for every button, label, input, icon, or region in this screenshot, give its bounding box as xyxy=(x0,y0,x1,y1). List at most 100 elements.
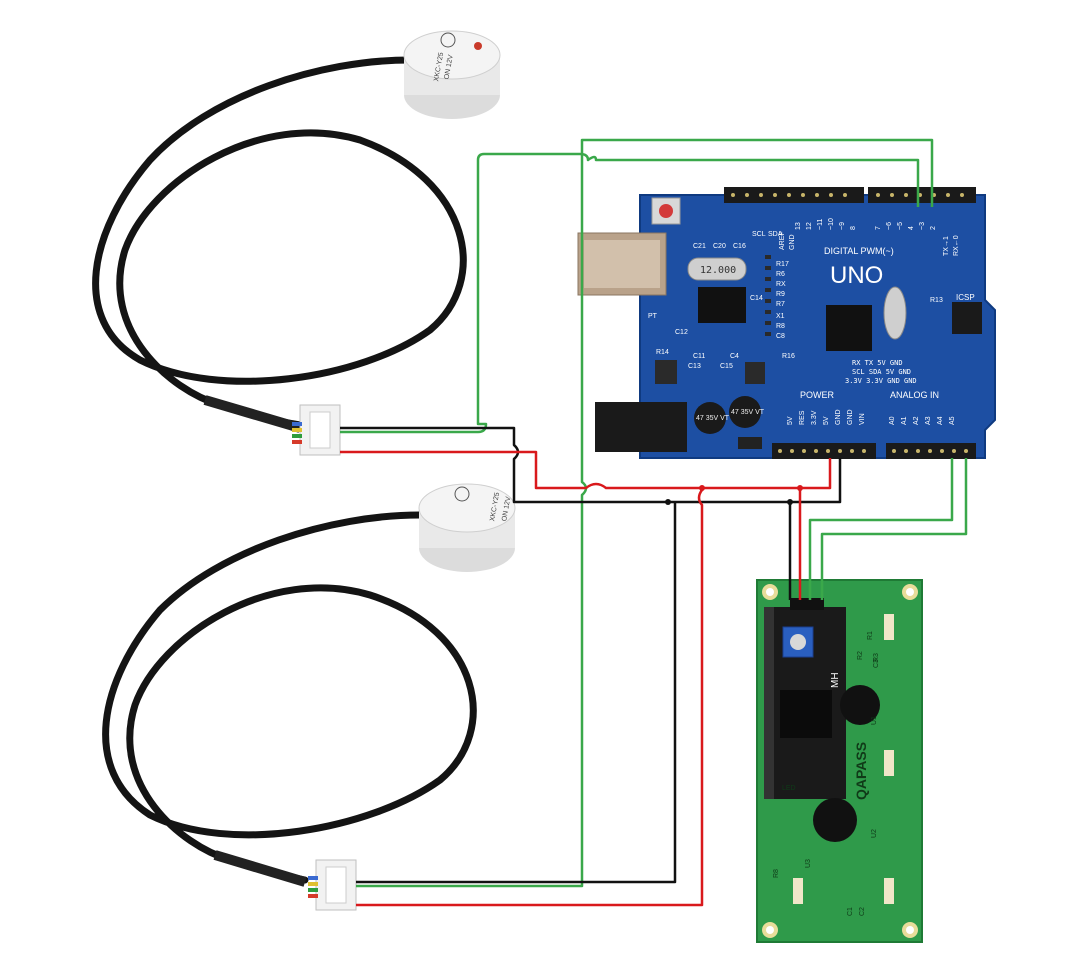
svg-text:R1: R1 xyxy=(867,631,874,640)
svg-text:X1: X1 xyxy=(776,313,785,320)
i2c-chip xyxy=(780,690,832,738)
svg-text:GND: GND xyxy=(835,409,842,425)
sensor-1-label: XKC-Y25 xyxy=(433,52,445,82)
svg-text:R8: R8 xyxy=(776,323,785,330)
capacitor-2: 47 35V VT xyxy=(729,396,765,428)
analog-header-label: ANALOG IN xyxy=(890,390,939,400)
sensor-2-connector xyxy=(308,859,357,911)
svg-text:R2: R2 xyxy=(857,651,864,660)
junction-gnd-2 xyxy=(787,499,793,505)
svg-text:GND: GND xyxy=(789,234,796,250)
sensor-1-cable xyxy=(92,56,467,429)
svg-text:C12: C12 xyxy=(675,329,688,336)
smd-components xyxy=(655,255,771,449)
crystal: 12.000 xyxy=(687,257,747,281)
sensor-1-label-b: ON 12V xyxy=(444,54,455,80)
svg-text:C13: C13 xyxy=(688,363,701,370)
sensor-2-sleeve xyxy=(213,850,307,887)
svg-text:C11: C11 xyxy=(693,353,705,360)
power-pin-labels: 5V RES 3.3V 5V GND GND VIN xyxy=(787,409,866,425)
svg-text:R7: R7 xyxy=(776,301,785,308)
svg-text:C3: C3 xyxy=(873,659,880,668)
mcu-chip xyxy=(826,305,872,351)
digital-pin-labels: 13 12 ~11 ~10 ~9 8 7 ~6 ~5 4 ~3 2 xyxy=(795,218,937,230)
lcd-component-labels: U1 U2 U3 R1 R2 R3 R8 C1 C2 C3 LED xyxy=(773,631,880,916)
lcd-brand: QAPASS xyxy=(853,742,869,800)
digital-header-label: DIGITAL PWM(~) xyxy=(824,246,894,256)
svg-text:A1: A1 xyxy=(901,416,908,425)
junction-vcc-1 xyxy=(699,485,705,491)
svg-text:5V: 5V xyxy=(787,416,794,425)
junction-vcc-2 xyxy=(797,485,803,491)
svg-text:LED: LED xyxy=(782,785,796,792)
svg-text:R17: R17 xyxy=(776,261,789,268)
board-model: UNO xyxy=(830,262,883,289)
svg-text:3.3V: 3.3V xyxy=(811,410,818,425)
svg-text:VIN: VIN xyxy=(859,413,866,425)
digital-header-left xyxy=(724,187,864,203)
wires xyxy=(340,138,968,907)
lcd-controller-blob-1 xyxy=(840,685,880,725)
pin-row-label-2: SCL SDA 5V GND xyxy=(852,368,911,376)
capacitor-1: 47 35V VT xyxy=(694,402,730,434)
component-labels: C21 C20 C16 R17 R6 RX R9 R7 X1 R8 C8 C14… xyxy=(648,243,943,370)
svg-text:~5: ~5 xyxy=(897,222,904,230)
reset-button xyxy=(651,197,681,225)
svg-text:A2: A2 xyxy=(913,416,920,425)
svg-text:~9: ~9 xyxy=(839,222,846,230)
usb-chip xyxy=(698,287,746,323)
svg-text:RES: RES xyxy=(799,410,806,425)
i2c-header xyxy=(790,598,824,610)
svg-text:R9: R9 xyxy=(776,291,785,298)
svg-text:12: 12 xyxy=(806,222,813,230)
dc-barrel-jack xyxy=(595,402,687,452)
sensor-1-connector xyxy=(292,404,341,456)
wire-lcd-sda xyxy=(808,458,954,600)
svg-text:R6: R6 xyxy=(776,271,785,278)
svg-text:R14: R14 xyxy=(656,349,669,356)
svg-text:A3: A3 xyxy=(925,416,932,425)
lcd-controller-blob-2 xyxy=(813,798,857,842)
sensor-2-label: XKC-Y25 xyxy=(489,492,501,522)
power-header-label: POWER xyxy=(800,390,835,400)
usb-jack xyxy=(577,232,667,296)
sensor-1-body: XKC-Y25 ON 12V xyxy=(403,30,501,119)
svg-text:4: 4 xyxy=(908,226,915,230)
sensor-2-cable xyxy=(102,511,477,884)
junction-gnd-1 xyxy=(665,499,671,505)
svg-text:13: 13 xyxy=(795,222,802,230)
svg-text:47 35V VT: 47 35V VT xyxy=(731,409,765,416)
svg-text:A5: A5 xyxy=(949,416,956,425)
arduino-uno-board: 12.000 47 35V VT 47 35V VT UNO DIGITAL P… xyxy=(577,187,996,459)
svg-text:C21: C21 xyxy=(693,243,706,250)
svg-text:C1: C1 xyxy=(847,907,854,916)
svg-text:C14: C14 xyxy=(750,295,763,302)
svg-text:A0: A0 xyxy=(889,416,896,425)
svg-text:C4: C4 xyxy=(730,353,739,360)
lcd-module: QAPASS MH U1 U2 U3 R1 R2 R3 R8 C1 C2 C3 … xyxy=(756,579,923,943)
tx-label: TX→1 xyxy=(943,236,950,256)
svg-text:~6: ~6 xyxy=(886,222,893,230)
svg-text:R16: R16 xyxy=(782,353,795,360)
sensor-2-body: XKC-Y25 ON 12V xyxy=(418,483,516,572)
svg-text:~3: ~3 xyxy=(919,222,926,230)
svg-text:7: 7 xyxy=(875,226,882,230)
svg-text:RX: RX xyxy=(776,281,786,288)
svg-text:PT: PT xyxy=(648,313,658,320)
sensor-2-label-b: ON 12V xyxy=(501,496,512,522)
svg-text:U2: U2 xyxy=(871,829,878,838)
icsp-header xyxy=(952,302,982,334)
svg-text:5V: 5V xyxy=(823,416,830,425)
icsp-label: ICSP xyxy=(956,293,975,302)
wire-sensor2-gnd xyxy=(356,502,677,884)
svg-text:AREF: AREF xyxy=(779,231,786,250)
pin-row-label-1: RX TX 5V GND xyxy=(852,359,903,367)
svg-text:~11: ~11 xyxy=(817,219,824,230)
wire-sensor1-vcc xyxy=(340,450,832,490)
analog-pin-labels: A0 A1 A2 A3 A4 A5 xyxy=(889,416,956,425)
svg-text:C16: C16 xyxy=(733,243,746,250)
aref-labels: SCL SDA AREF GND xyxy=(752,231,796,250)
lcd-module-id: MH xyxy=(830,672,841,688)
svg-text:SDA: SDA xyxy=(768,231,783,238)
